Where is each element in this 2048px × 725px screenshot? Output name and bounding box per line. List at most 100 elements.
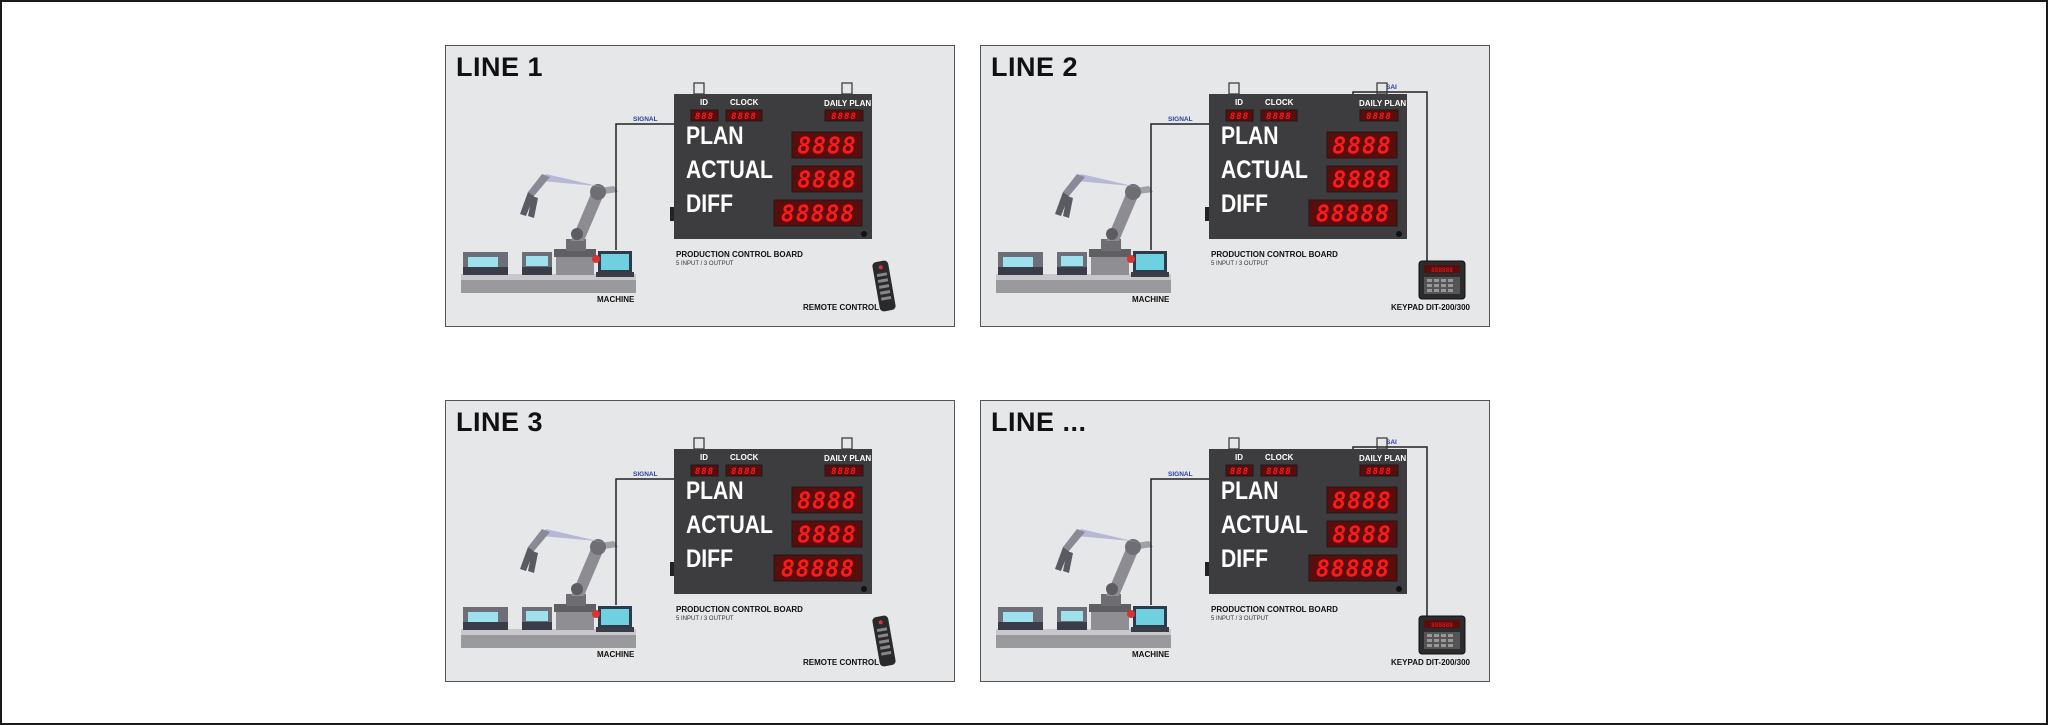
signal-label: SIGNAL [1168,116,1193,123]
diff-display: 88888 [773,199,863,227]
clock-label: CLOCK [730,453,759,462]
svg-text:888888: 888888 [1431,267,1453,274]
signal-wire [1150,123,1211,250]
actual-display: 8888 [1326,520,1398,548]
line-title: LINE ... [991,407,1087,437]
remote-control-label: REMOTE CONTROL [803,303,879,312]
svg-text:8888: 8888 [1332,522,1391,548]
actual-display: 8888 [1326,165,1398,193]
id-label: ID [700,453,708,462]
daily-plan-label: DAILY PLAN [1359,454,1406,463]
diff-display: 88888 [1308,554,1398,582]
id-display: 888 [690,464,719,477]
machine-illustration [996,174,1171,293]
sai-label: SAI [1386,84,1397,91]
signal-wire [615,478,676,605]
panel-diagram: SIGNAL SAI MACHINE ID CLOCK DAILY PLAN 8… [996,437,1471,667]
machine-label: MACHINE [1132,295,1170,304]
svg-text:88888: 88888 [781,201,855,227]
daily-plan-display: 8888 [824,109,864,122]
actual-label: ACTUAL [686,510,773,538]
keypad-illustration: 888888 [1418,260,1466,300]
remote-control-illustration [872,260,896,312]
id-label: ID [1235,98,1243,107]
diff-display: 88888 [773,554,863,582]
svg-text:8888: 8888 [797,522,856,548]
machine-label: MACHINE [597,650,635,659]
daily-plan-display: 8888 [1359,109,1399,122]
plan-display: 8888 [1326,486,1398,514]
actual-display: 8888 [791,165,863,193]
line-panel: SIGNAL MACHINE ID CLOCK DAILY PLAN 888 8… [445,400,955,682]
plan-label: PLAN [686,121,744,149]
production-control-board: ID CLOCK DAILY PLAN 888 8888 8888 PLAN A… [670,437,872,594]
line-title: LINE 2 [991,52,1079,82]
svg-text:88888: 88888 [781,556,855,582]
svg-text:8888: 8888 [1366,112,1392,122]
machine-illustration [461,174,636,293]
diff-label: DIFF [686,544,733,572]
line-title: LINE 3 [456,407,544,437]
daily-plan-display: 8888 [1359,464,1399,477]
panel-diagram: SIGNAL SAI MACHINE ID CLOCK DAILY PLAN 8… [996,82,1471,312]
diff-label: DIFF [686,189,733,217]
svg-text:8888: 8888 [831,467,857,477]
diff-display: 88888 [1308,199,1398,227]
svg-text:8888: 8888 [1266,112,1292,122]
id-label: ID [700,98,708,107]
keypad-label: KEYPAD DIT-200/300 [1391,658,1471,667]
svg-text:8888: 8888 [831,112,857,122]
actual-display: 8888 [791,520,863,548]
production-control-board: ID CLOCK DAILY PLAN 888 8888 8888 PLAN A… [1205,82,1407,239]
clock-display: 8888 [1260,464,1298,477]
clock-display: 8888 [1260,109,1298,122]
actual-label: ACTUAL [686,155,773,183]
line-panel: SIGNAL SAI MACHINE ID CLOCK DAILY PLAN 8… [980,45,1490,327]
sai-label: SAI [1386,439,1397,446]
board-name-label: PRODUCTION CONTROL BOARD [1211,605,1338,614]
board-name-label: PRODUCTION CONTROL BOARD [1211,250,1338,259]
machine-label: MACHINE [597,295,635,304]
board-io-label: 5 INPUT / 3 OUTPUT [1211,616,1269,622]
signal-wire [1150,478,1211,605]
keypad-label: KEYPAD DIT-200/300 [1391,303,1471,312]
clock-display: 8888 [725,464,763,477]
svg-text:8888: 8888 [1332,167,1391,193]
machine-label: MACHINE [1132,650,1170,659]
line-panel: SIGNAL SAI MACHINE ID CLOCK DAILY PLAN 8… [980,400,1490,682]
production-control-board: ID CLOCK DAILY PLAN 888 8888 8888 PLAN A… [1205,437,1407,594]
svg-text:8888: 8888 [1332,488,1391,514]
line-title: LINE 1 [456,52,544,82]
svg-text:888: 888 [695,467,714,477]
signal-label: SIGNAL [633,471,658,478]
id-label: ID [1235,453,1243,462]
actual-label: ACTUAL [1221,510,1308,538]
plan-label: PLAN [1221,121,1279,149]
actual-label: ACTUAL [1221,155,1308,183]
diff-label: DIFF [1221,189,1268,217]
svg-text:8888: 8888 [797,167,856,193]
svg-text:888: 888 [695,112,714,122]
board-name-label: PRODUCTION CONTROL BOARD [676,605,803,614]
daily-plan-label: DAILY PLAN [1359,99,1406,108]
board-io-label: 5 INPUT / 3 OUTPUT [676,616,734,622]
daily-plan-label: DAILY PLAN [824,454,871,463]
diff-label: DIFF [1221,544,1268,572]
id-display: 888 [690,109,719,122]
production-control-board: ID CLOCK DAILY PLAN 888 8888 8888 PLAN A… [670,82,872,239]
signal-label: SIGNAL [633,116,658,123]
clock-label: CLOCK [1265,453,1294,462]
plan-label: PLAN [686,476,744,504]
plan-label: PLAN [1221,476,1279,504]
svg-text:8888: 8888 [731,112,757,122]
remote-control-label: REMOTE CONTROL [803,658,879,667]
id-display: 888 [1225,109,1254,122]
board-io-label: 5 INPUT / 3 OUTPUT [1211,261,1269,267]
svg-text:8888: 8888 [731,467,757,477]
clock-label: CLOCK [1265,98,1294,107]
panel-diagram: SIGNAL MACHINE ID CLOCK DAILY PLAN 888 8… [461,437,896,667]
svg-text:8888: 8888 [797,488,856,514]
svg-text:88888: 88888 [1316,556,1390,582]
daily-plan-display: 8888 [824,464,864,477]
